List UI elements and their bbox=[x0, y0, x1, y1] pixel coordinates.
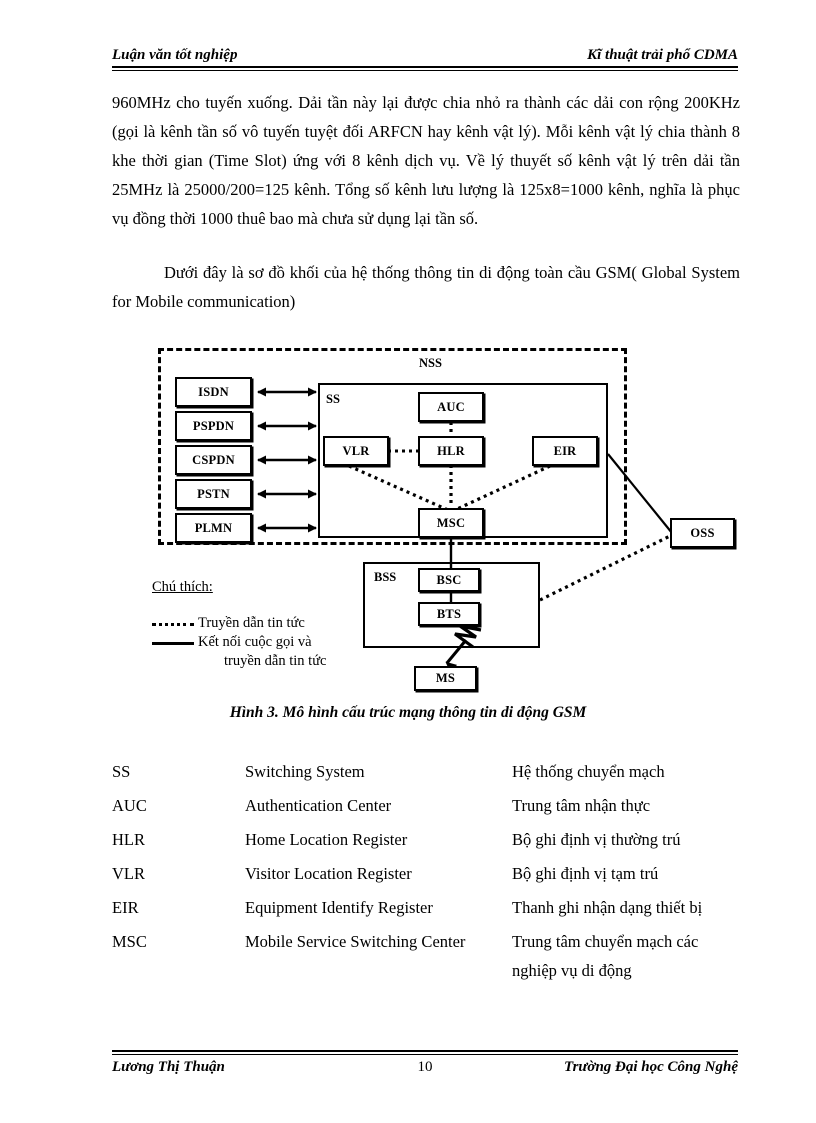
node-cspdn-label: CSPDN bbox=[192, 452, 235, 467]
node-pspdn-label: PSPDN bbox=[192, 418, 235, 433]
legend-solid-label-line2: truyền dẫn tin tức bbox=[224, 653, 327, 669]
header-rule bbox=[112, 66, 738, 71]
glossary-english: Mobile Service Switching Center bbox=[245, 932, 466, 951]
glossary-vietnamese: Trung tâm chuyển mạch các nghiệp vụ di đ… bbox=[512, 932, 699, 980]
header-left-title: Luận văn tốt nghiệp bbox=[112, 47, 238, 63]
ss-group-label: SS bbox=[326, 392, 340, 406]
node-isdn-label: ISDN bbox=[198, 384, 229, 399]
node-hlr-label: HLR bbox=[437, 443, 465, 458]
glossary-vietnamese: Hệ thống chuyển mạch bbox=[512, 762, 665, 781]
node-hlr[interactable]: HLR bbox=[418, 436, 484, 466]
glossary-vietnamese: Bộ ghi định vị tạm trú bbox=[512, 864, 659, 883]
legend-row-dotted: Truyền dẫn tin tức bbox=[152, 614, 367, 633]
page-number: 10 bbox=[417, 1059, 433, 1075]
glossary-abbr: SS bbox=[112, 762, 131, 781]
header-right-title: Kĩ thuật trải phổ CDMA bbox=[587, 47, 738, 63]
legend-row-solid: Kết nối cuộc gọi và bbox=[152, 633, 367, 652]
footer-author: Lương Thị Thuận bbox=[112, 1059, 225, 1075]
body-paragraph-2: Dưới đây là sơ đồ khối của hệ thống thôn… bbox=[112, 263, 740, 311]
figure-gsm-architecture: NSS SS bbox=[0, 330, 816, 730]
table-row: HLR Home Location Register Bộ ghi định v… bbox=[112, 825, 740, 859]
table-row: VLR Visitor Location Register Bộ ghi địn… bbox=[112, 859, 740, 893]
glossary-vietnamese: Trung tâm nhận thực bbox=[512, 796, 651, 815]
glossary-english: Switching System bbox=[245, 762, 365, 781]
table-row: EIR Equipment Identify Register Thanh gh… bbox=[112, 893, 740, 927]
page-running-header: Luận văn tốt nghiệp Kĩ thuật trải phổ CD… bbox=[112, 46, 738, 72]
solid-line-icon bbox=[152, 642, 194, 645]
diagram-connectors bbox=[257, 387, 673, 672]
glossary-english: Visitor Location Register bbox=[245, 864, 412, 883]
node-vlr-label: VLR bbox=[342, 443, 370, 458]
legend-solid-label-line1: Kết nối cuộc gọi và bbox=[198, 634, 312, 650]
glossary-vietnamese: Thanh ghi nhận dạng thiết bị bbox=[512, 898, 703, 917]
node-msc[interactable]: MSC bbox=[418, 508, 484, 538]
glossary-english: Home Location Register bbox=[245, 830, 408, 849]
figure-caption: Hình 3. Mô hình cấu trúc mạng thông tin … bbox=[229, 704, 587, 721]
glossary-vietnamese: Bộ ghi định vị thường trú bbox=[512, 830, 681, 849]
glossary-table: SS Switching System Hệ thống chuyển mạch… bbox=[112, 757, 740, 980]
node-bts[interactable]: BTS bbox=[418, 602, 480, 626]
node-ms-label: MS bbox=[435, 671, 456, 685]
body-paragraph-1: 960MHz cho tuyến xuống. Dải tần này lại … bbox=[112, 93, 740, 228]
table-row: MSC Mobile Service Switching Center Trun… bbox=[112, 927, 740, 980]
dotted-line-icon bbox=[152, 623, 194, 626]
glossary-english: Authentication Center bbox=[245, 796, 392, 815]
page-running-footer: Lương Thị Thuận 10 Trường Đại học Công N… bbox=[112, 1050, 738, 1080]
node-oss[interactable]: OSS bbox=[670, 518, 735, 548]
glossary-abbr: AUC bbox=[112, 796, 147, 815]
node-isdn[interactable]: ISDN bbox=[175, 377, 252, 407]
node-eir[interactable]: EIR bbox=[532, 436, 598, 466]
legend-title: Chú thích: bbox=[152, 579, 213, 595]
node-pstn-label: PSTN bbox=[197, 486, 230, 501]
node-pspdn[interactable]: PSPDN bbox=[175, 411, 252, 441]
node-bts-label: BTS bbox=[436, 606, 462, 621]
node-oss-label: OSS bbox=[690, 525, 715, 540]
node-plmn-label: PLMN bbox=[194, 520, 233, 535]
legend-dotted-label: Truyền dẫn tin tức bbox=[198, 615, 305, 631]
glossary-abbr: EIR bbox=[112, 898, 139, 917]
footer-rule bbox=[112, 1050, 738, 1055]
nss-group-label: NSS bbox=[419, 356, 442, 370]
table-row: SS Switching System Hệ thống chuyển mạch bbox=[112, 757, 740, 791]
glossary-english: Equipment Identify Register bbox=[245, 898, 433, 917]
table-row: AUC Authentication Center Trung tâm nhận… bbox=[112, 791, 740, 825]
node-ms[interactable]: MS bbox=[414, 666, 477, 691]
glossary-abbr: VLR bbox=[112, 864, 145, 883]
footer-institution: Trường Đại học Công Nghệ bbox=[563, 1059, 738, 1075]
node-cspdn[interactable]: CSPDN bbox=[175, 445, 252, 475]
node-bsc[interactable]: BSC bbox=[418, 568, 480, 592]
node-vlr[interactable]: VLR bbox=[323, 436, 389, 466]
glossary-abbr: MSC bbox=[112, 932, 147, 951]
node-auc[interactable]: AUC bbox=[418, 392, 484, 422]
node-bsc-label: BSC bbox=[436, 572, 462, 587]
node-eir-label: EIR bbox=[553, 443, 577, 458]
glossary-abbr: HLR bbox=[112, 830, 145, 849]
legend-row-solid-cont: truyền dẫn tin tức bbox=[152, 652, 367, 671]
bss-group-label: BSS bbox=[374, 570, 397, 584]
diagram-legend: Chú thích: Truyền dẫn tin tức Kết nối cu… bbox=[152, 578, 367, 671]
nss-dashed-container bbox=[158, 348, 627, 545]
node-auc-label: AUC bbox=[437, 399, 465, 414]
node-msc-label: MSC bbox=[436, 515, 466, 530]
node-plmn[interactable]: PLMN bbox=[175, 513, 252, 543]
node-pstn[interactable]: PSTN bbox=[175, 479, 252, 509]
diagram-canvas: NSS SS bbox=[0, 330, 816, 705]
